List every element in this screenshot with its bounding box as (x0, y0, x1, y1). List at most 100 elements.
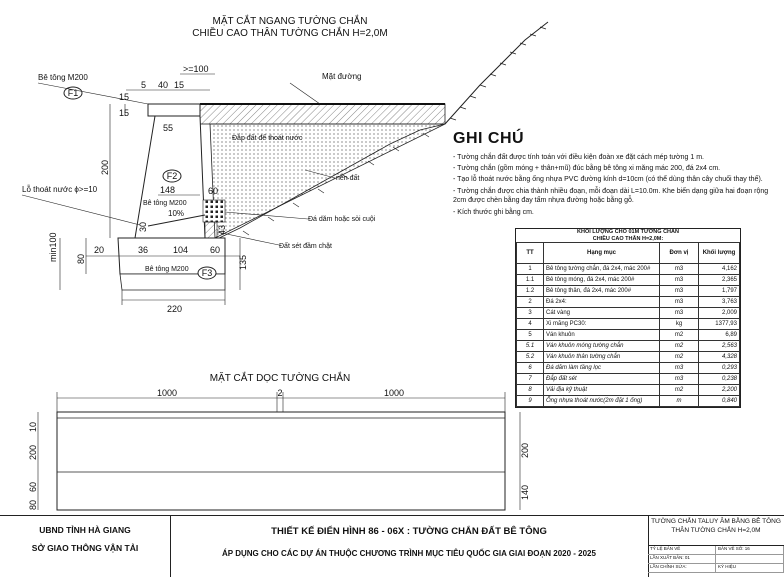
concrete-top-label: Bê tông M200 (38, 73, 88, 82)
drain-pipe (147, 214, 206, 227)
row-tt: 5.2 (516, 351, 544, 364)
col-header-item: Hạng mục (543, 242, 660, 265)
dim-min100: min100 (48, 232, 58, 262)
dim-5: 5 (141, 80, 146, 90)
note-item: - Tường chắn đất được tính toán với điều… (453, 153, 704, 161)
row-tt: 1.1 (516, 274, 544, 287)
quantity-table-subtitle: CHIỀU CAO THÂN H=2,0M: (592, 235, 664, 242)
dim-104: 104 (173, 245, 188, 255)
gravel-filter (202, 199, 226, 223)
symbol-label: KÝ HIỆU (716, 564, 784, 572)
row-qty: 2,365 (698, 274, 740, 287)
row-tt: 7 (516, 373, 544, 386)
row-qty: 4,328 (698, 351, 740, 364)
row-qty: 4,162 (698, 263, 740, 276)
gravel-label: Đá dăm hoặc sỏi cuội (308, 215, 376, 223)
row-unit: m2 (659, 329, 699, 342)
dim-15c: 15 (119, 108, 129, 118)
row-item: Bê tông móng, đá 2x4, mác 200# (543, 274, 660, 287)
f3-marker: F3 (197, 266, 217, 280)
row-qty: 1377,93 (698, 318, 740, 331)
edition-label: LẦN XUẤT BẢN: 01 (648, 555, 716, 563)
concrete-base-label: Bê tông M200 (145, 266, 189, 273)
row-qty: 3,763 (698, 296, 740, 309)
dim-15b: 15 (119, 92, 129, 102)
slope-line (444, 21, 549, 125)
long-wall (56, 411, 506, 511)
row-qty: 2,563 (698, 340, 740, 353)
long-dim-60: 60 (28, 482, 38, 492)
row-item: Xi măng PC30: (543, 318, 660, 331)
dim-220: 220 (167, 304, 182, 314)
clay-layer (204, 221, 218, 241)
org-name-2: SỞ GIAO THÔNG VẬN TẢI (31, 543, 139, 553)
row-item: Cát vàng (543, 307, 660, 320)
sheet-block: TƯỜNG CHẮN TALUY ÂM BẰNG BÊ TÔNG THÂN TƯ… (648, 516, 784, 577)
row-tt: 8 (516, 384, 544, 397)
concrete-mid-label: Bê tông M200 (143, 200, 187, 207)
clay-label: Đất sét đầm chặt (279, 241, 332, 250)
scale-label: TỶ LỆ BẢN VẼ (648, 546, 716, 554)
svg-text:F3: F3 (202, 268, 213, 278)
row-item: Đá dăm làm tầng lọc (543, 362, 660, 375)
row-tt: 4 (516, 318, 544, 331)
wall-cap (147, 103, 201, 117)
row-unit: m3 (659, 307, 699, 320)
design-title: THIẾT KẾ ĐIỂN HÌNH 86 - 06X : TƯỜNG CHẮN… (271, 526, 547, 537)
row-unit: m3 (659, 296, 699, 309)
row-unit: m3 (659, 285, 699, 298)
quantity-table-title: KHỐI LƯỢNG CHO 01M TƯỜNG CHẮN (577, 229, 679, 235)
note-item: - Tạo lỗ thoát nước bằng ống nhựa PVC đư… (453, 176, 763, 184)
row-qty: 2,200 (698, 384, 740, 397)
sheet-title-1: TƯỜNG CHẮN TALUY ÂM BẰNG BÊ TÔNG (651, 518, 781, 525)
long-dim-left: 1000 (157, 388, 177, 398)
dim-43: 43 (217, 225, 227, 235)
long-dim-10: 10 (28, 422, 38, 432)
org-block: UBND TỈNH HÀ GIANG SỞ GIAO THÔNG VẬN TẢI (0, 516, 171, 577)
long-dim-80: 80 (28, 500, 38, 510)
row-unit: m3 (659, 362, 699, 375)
notes-list: - Tường chắn đất được tính toán với điều… (453, 153, 778, 218)
row-tt: 5.1 (516, 340, 544, 353)
row-unit: m2 (659, 384, 699, 397)
notes-heading: GHI CHÚ (453, 130, 525, 147)
f2-marker: F2 (162, 169, 182, 183)
svg-text:F1: F1 (68, 88, 79, 98)
dim-60: 60 (208, 186, 218, 196)
row-qty: 0,293 (698, 362, 740, 375)
row-unit: m2 (659, 340, 699, 353)
dim-36: 36 (138, 245, 148, 255)
sheet-number: BẢN VẼ SỐ: 16 (716, 546, 784, 554)
row-item: Ván khuôn móng tường chắn (543, 340, 660, 353)
dim-40: 40 (158, 80, 168, 90)
road-surface-label: Mặt đường (322, 72, 362, 81)
long-section-title: MẶT CẮT DỌC TƯỜNG CHẮN (210, 371, 350, 384)
row-qty: 2,009 (698, 307, 740, 320)
notes-section: GHI CHÚ - Tường chắn đất được tính toán … (453, 128, 778, 219)
row-qty: 0,238 (698, 373, 740, 386)
row-unit: m2 (659, 351, 699, 364)
dim-30: 30 (138, 222, 148, 232)
long-dim-200: 200 (28, 445, 38, 460)
cross-section-title: MẶT CẮT NGANG TƯỜNG CHẮN (213, 14, 368, 27)
row-tt: 6 (516, 362, 544, 375)
svg-text:F2: F2 (167, 171, 178, 181)
long-dim-140: 140 (520, 485, 530, 500)
design-block: THIẾT KẾ ĐIỂN HÌNH 86 - 06X : TƯỜNG CHẮN… (170, 516, 649, 577)
dim-60b: 60 (210, 245, 220, 255)
cross-section-subtitle: CHIỀU CAO THÂN TƯỜNG CHẮN H=2,0M (192, 26, 387, 39)
row-tt: 1 (516, 263, 544, 276)
col-header-unit: Đơn vị (659, 242, 699, 265)
row-item: Bê tông thân, đá 2x4, mác 200# (543, 285, 660, 298)
row-unit: m3 (659, 373, 699, 386)
row-item: Bê tông tường chắn, đá 2x4, mác 200# (543, 263, 660, 276)
f1-marker: F1 (63, 86, 83, 100)
row-item: Ống nhựa thoát nước(2m đặt 1 ống) (543, 395, 660, 408)
edition-extra (716, 555, 784, 563)
